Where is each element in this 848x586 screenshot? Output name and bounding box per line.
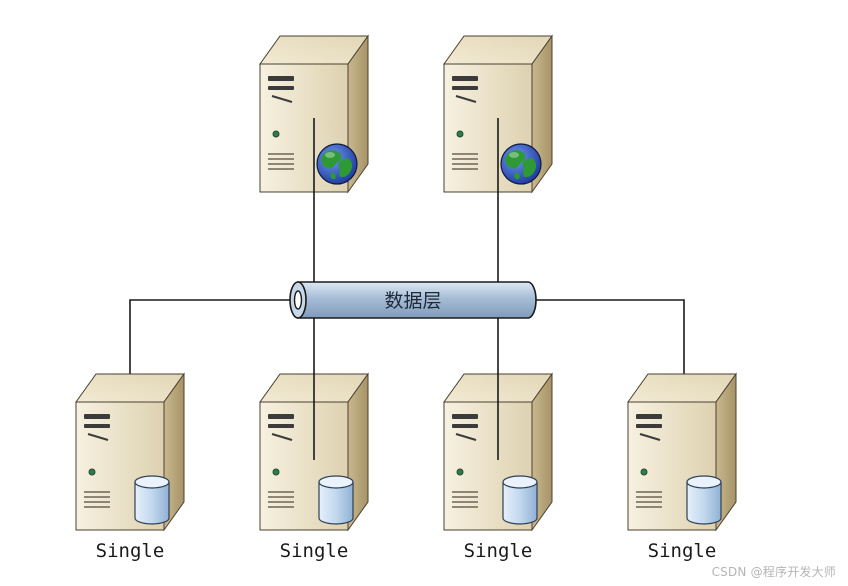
globe-icon [500,143,542,185]
server-label-2: Single [280,540,349,562]
database-icon [134,475,170,525]
server-label-3: Single [464,540,533,562]
server-label-4: Single [648,540,717,562]
bus-label: 数据层 [384,290,441,312]
globe-icon [316,143,358,185]
watermark: CSDN @程序开发大师 [711,565,836,579]
database-icon [686,475,722,525]
data-layer-bus: 数据层 [289,281,537,319]
database-icon [502,475,538,525]
server-label-1: Single [96,540,165,562]
database-icon [318,475,354,525]
